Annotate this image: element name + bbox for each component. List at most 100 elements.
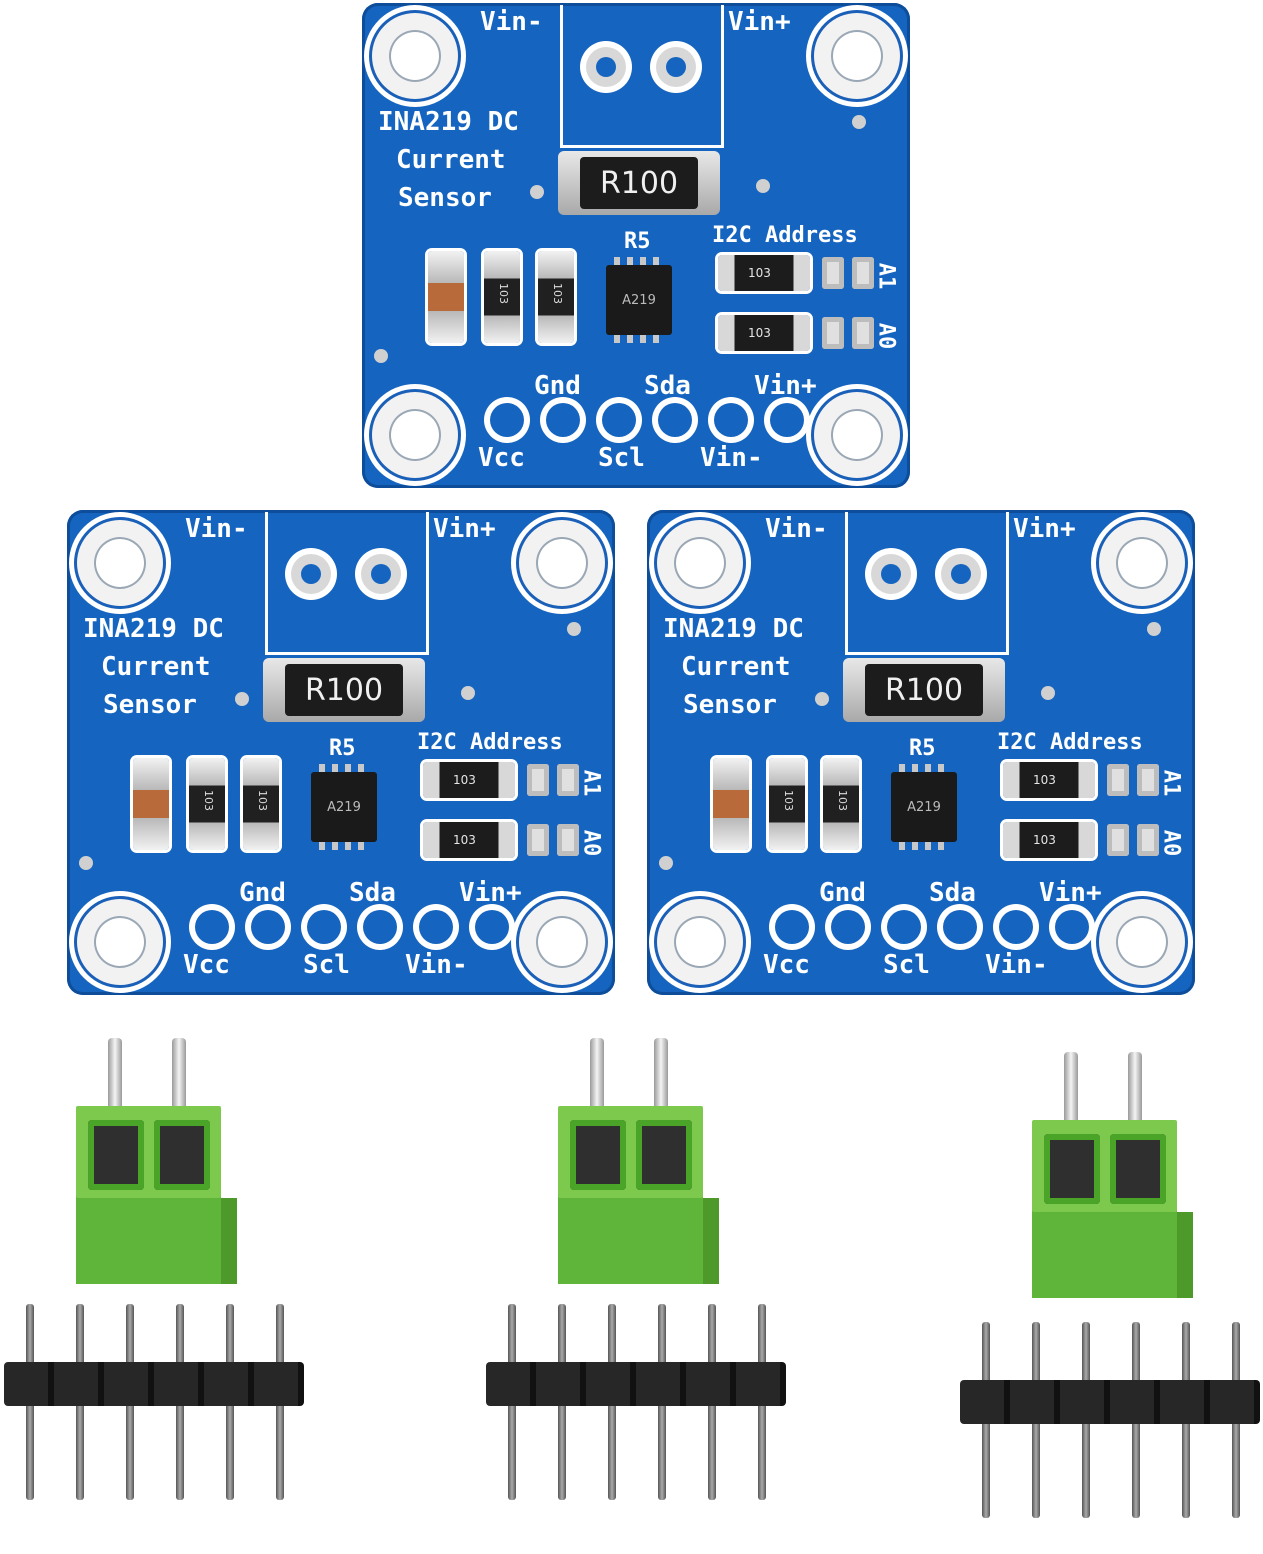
solder-pad [1137, 824, 1159, 856]
i2c-address-label: I2C Address [997, 730, 1143, 755]
ina219-board-1: Vin- Vin+ INA219 DC Current Sensor R100 … [362, 3, 910, 488]
ina219-board-3: Vin- Vin+ INA219 DC Current Sensor R100 … [647, 510, 1195, 995]
via [79, 856, 93, 870]
address-resistor-a0: 103 [718, 315, 810, 351]
pin-header-3 [960, 1322, 1260, 1522]
via [815, 692, 829, 706]
resistor: 103 [484, 251, 520, 343]
via [659, 856, 673, 870]
header-pad-vin-plus [770, 403, 804, 437]
vcc-label: Vcc [763, 950, 810, 980]
r5-label: R5 [329, 736, 356, 761]
resistor: 103 [769, 758, 805, 850]
via [567, 622, 581, 636]
via [852, 115, 866, 129]
pin-header-2 [486, 1304, 786, 1504]
terminal-body [558, 1106, 719, 1284]
shunt-resistor: R100 [558, 151, 720, 215]
title-line-2: Current [101, 652, 211, 682]
r5-label: R5 [909, 736, 936, 761]
sda-label: Sda [644, 371, 691, 401]
mounting-hole [1099, 520, 1185, 606]
sda-label: Sda [929, 878, 976, 908]
resistor: 103 [823, 758, 859, 850]
header-pad-gnd [546, 403, 580, 437]
ina219-chip: A219 [311, 764, 377, 850]
solder-pad [852, 317, 874, 349]
mounting-hole [519, 520, 605, 606]
address-resistor-a0: 103 [423, 822, 515, 858]
capacitor [428, 251, 464, 343]
via [235, 692, 249, 706]
via [374, 349, 388, 363]
terminal-hole [656, 47, 696, 87]
header-pad-vin-minus [714, 403, 748, 437]
vin-plus-label: Vin+ [433, 514, 496, 544]
mounting-hole [77, 899, 163, 985]
via [756, 179, 770, 193]
header-pad-gnd [251, 910, 285, 944]
solder-pad [852, 257, 874, 289]
title-line-3: Sensor [103, 690, 197, 720]
mounting-hole [814, 392, 900, 478]
gnd-label: Gnd [819, 878, 866, 908]
terminal-pin [1064, 1052, 1078, 1132]
mounting-hole [657, 520, 743, 606]
resistor: 103 [538, 251, 574, 343]
terminal-footprint [845, 512, 1009, 655]
terminal-hole [871, 554, 911, 594]
mounting-hole [657, 899, 743, 985]
a1-label: A1 [873, 262, 899, 290]
terminal-pin [172, 1038, 186, 1118]
vin-plus-pin-label: Vin+ [459, 878, 522, 908]
solder-pad [527, 764, 549, 796]
terminal-pin [1128, 1052, 1142, 1132]
gnd-label: Gnd [534, 371, 581, 401]
i2c-address-label: I2C Address [712, 223, 858, 248]
shunt-resistor: R100 [843, 658, 1005, 722]
screw-slot [88, 1120, 144, 1190]
address-resistor-a1: 103 [423, 762, 515, 798]
header-pad-vin-plus [1055, 910, 1089, 944]
terminal-hole [291, 554, 331, 594]
terminal-hole [941, 554, 981, 594]
vcc-label: Vcc [183, 950, 230, 980]
solder-pad [527, 824, 549, 856]
solder-pad [1107, 824, 1129, 856]
solder-pad [1107, 764, 1129, 796]
gnd-label: Gnd [239, 878, 286, 908]
vin-minus-pin-label: Vin- [700, 443, 763, 473]
via [530, 185, 544, 199]
solder-pad [1137, 764, 1159, 796]
header-plastic [960, 1380, 1260, 1424]
via [1041, 686, 1055, 700]
mounting-hole [372, 392, 458, 478]
title-line-3: Sensor [398, 183, 492, 213]
header-pad-vin-minus [419, 910, 453, 944]
terminal-pin [590, 1038, 604, 1118]
vin-minus-pin-label: Vin- [985, 950, 1048, 980]
header-pad-gnd [831, 910, 865, 944]
shunt-label: R100 [580, 157, 698, 209]
vin-plus-pin-label: Vin+ [1039, 878, 1102, 908]
shunt-label: R100 [285, 664, 403, 716]
mounting-hole [77, 520, 163, 606]
header-pad-vin-minus [999, 910, 1033, 944]
capacitor [133, 758, 169, 850]
vin-minus-label: Vin- [185, 514, 248, 544]
capacitor [713, 758, 749, 850]
solder-pad [822, 257, 844, 289]
title-line-1: INA219 DC [378, 107, 519, 137]
screw-slot [1044, 1134, 1100, 1204]
shunt-resistor: R100 [263, 658, 425, 722]
terminal-body [1032, 1120, 1193, 1298]
solder-pad [557, 764, 579, 796]
via [1147, 622, 1161, 636]
screw-slot [1110, 1134, 1166, 1204]
vcc-label: Vcc [478, 443, 525, 473]
header-pad-scl [307, 910, 341, 944]
terminal-pin [654, 1038, 668, 1118]
screw-slot [154, 1120, 210, 1190]
header-plastic [4, 1362, 304, 1406]
header-pad-vcc [775, 910, 809, 944]
